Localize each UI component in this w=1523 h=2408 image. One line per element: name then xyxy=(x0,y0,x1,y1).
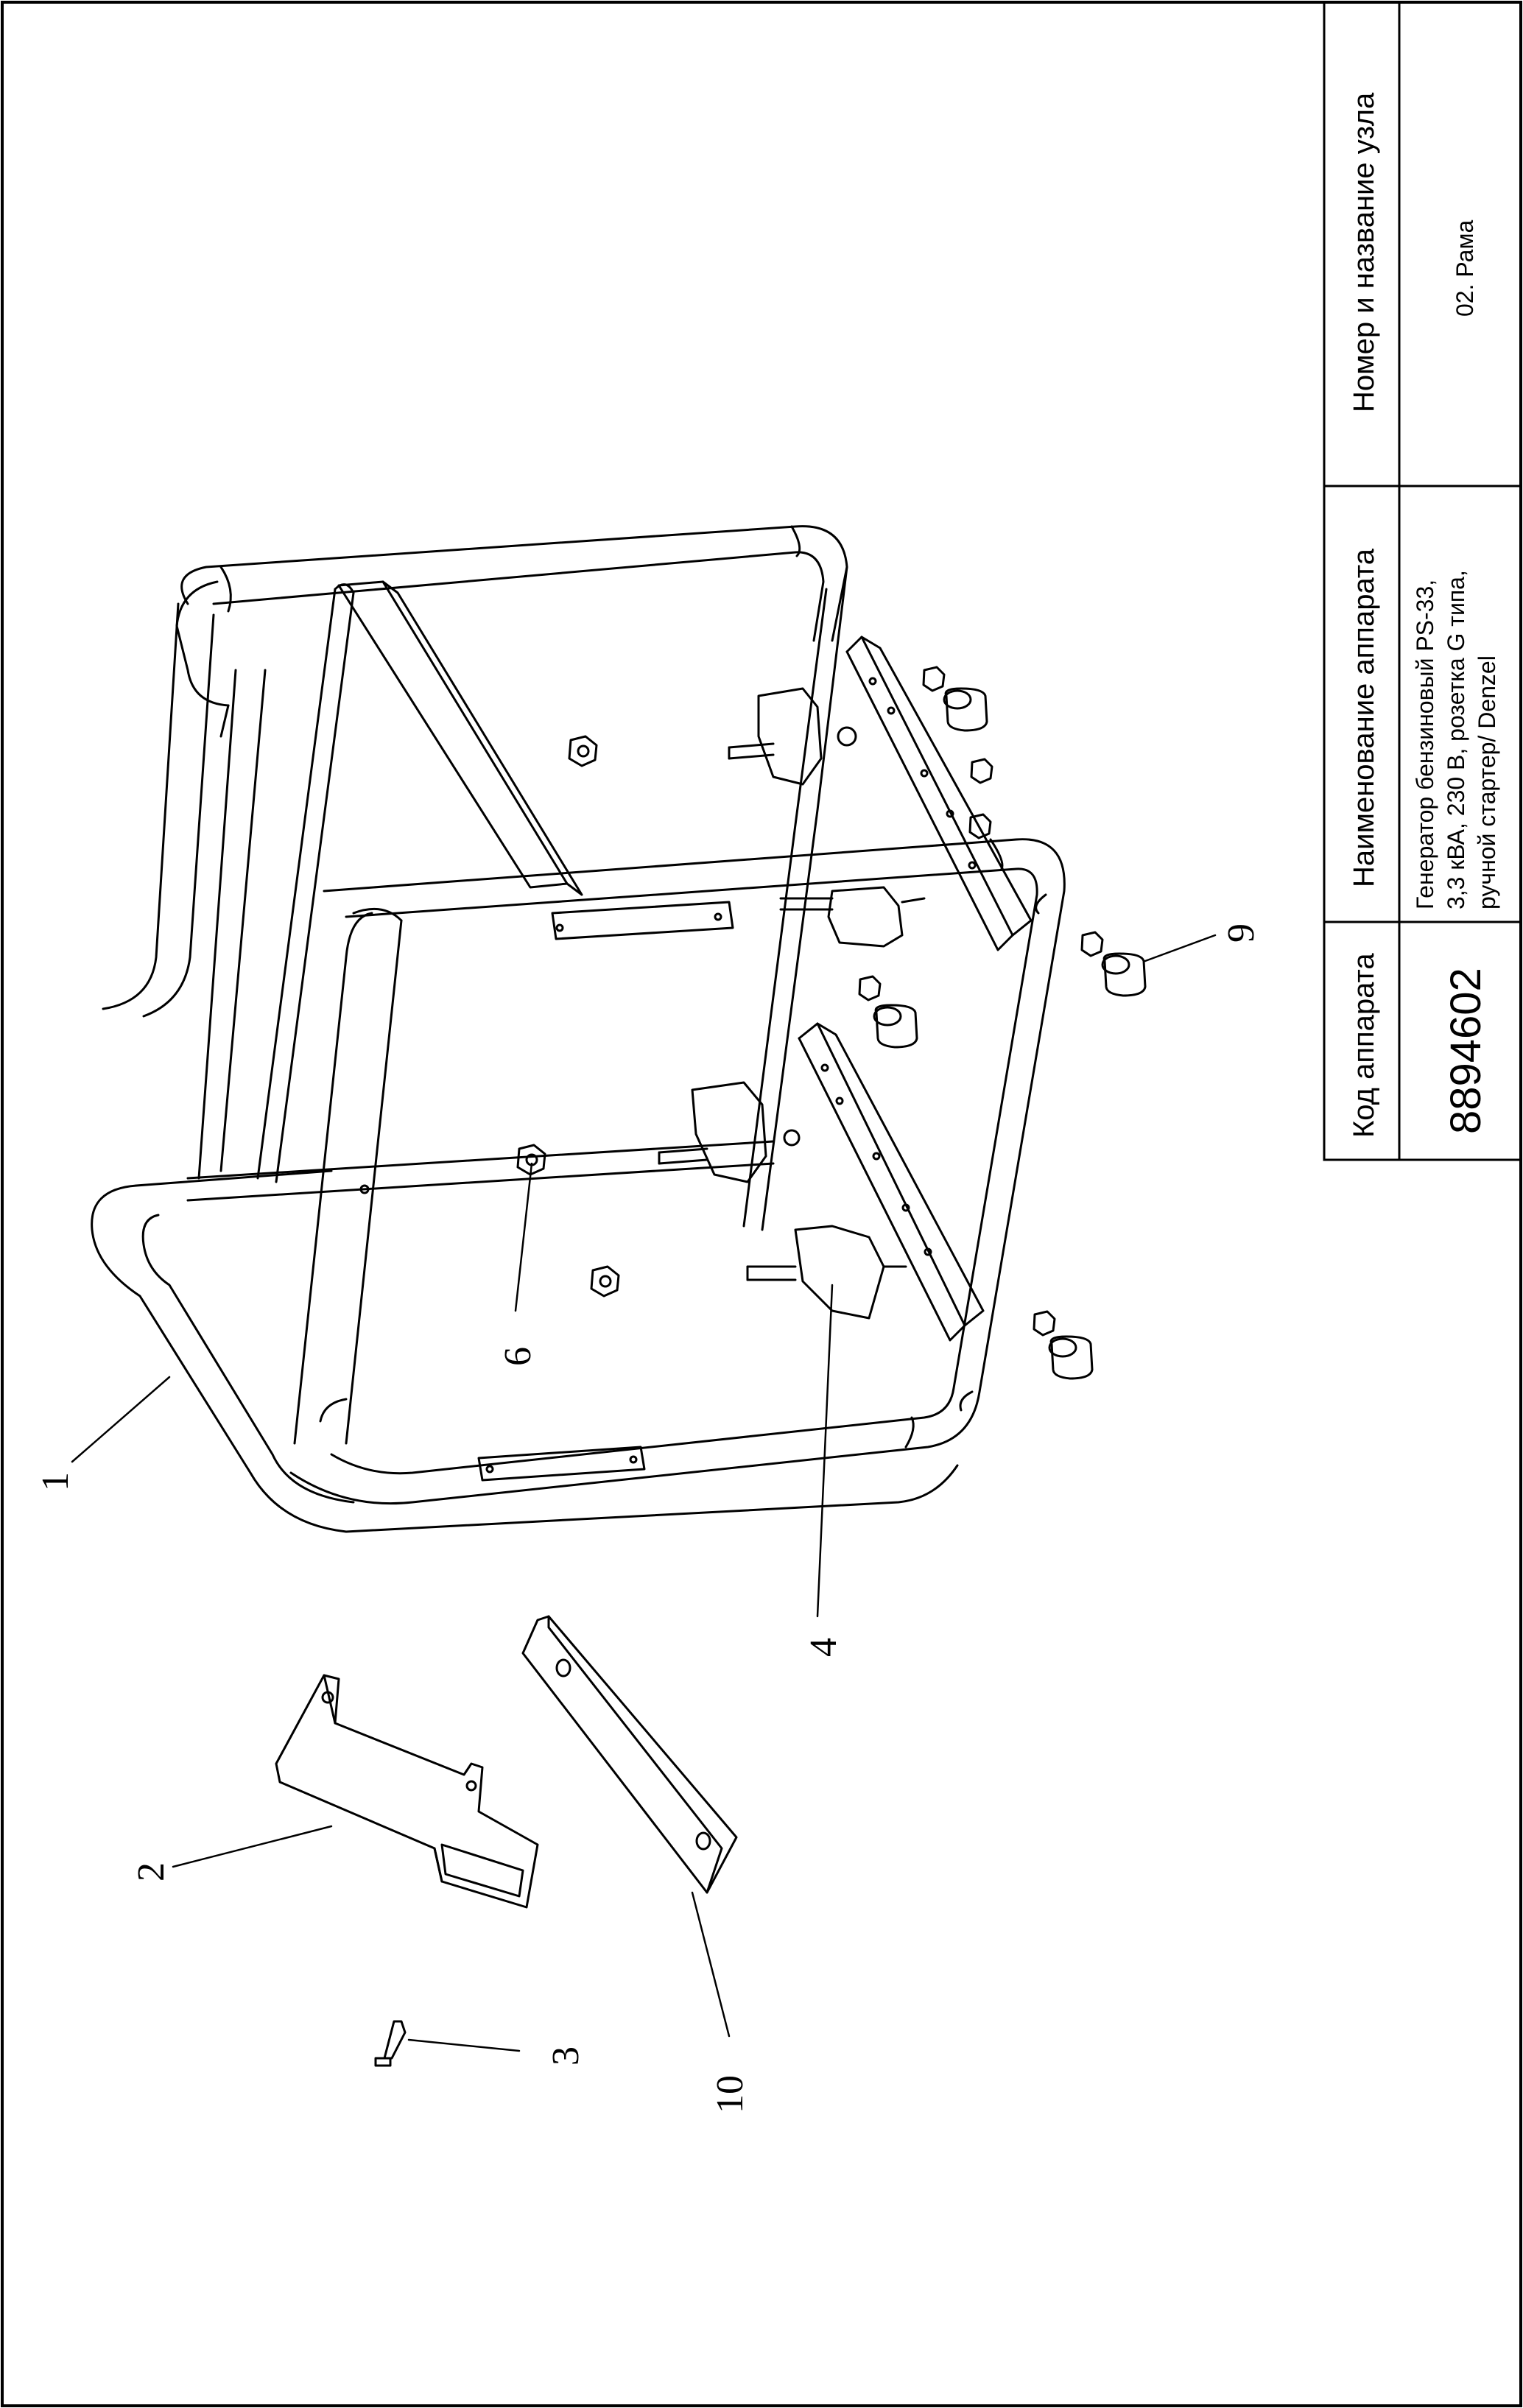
engine-mount-rail-upper xyxy=(845,636,1033,951)
callout-4: 4 xyxy=(803,1638,845,1657)
rubber-foot xyxy=(943,687,988,732)
unit-value: 02. Рама xyxy=(1452,220,1478,317)
leader-6 xyxy=(514,1162,533,1312)
handle-bracket-part-2 xyxy=(275,1674,539,1909)
callout-10: 10 xyxy=(709,2075,751,2113)
callout-2: 2 xyxy=(130,1862,172,1881)
leader-10 xyxy=(691,1891,731,2038)
vibration-mount xyxy=(779,886,926,948)
flange-nut xyxy=(590,1265,620,1298)
callout-3: 3 xyxy=(545,2046,587,2066)
flange-nut xyxy=(568,735,598,767)
leader-9 xyxy=(1144,934,1217,962)
flat-strip-part-10 xyxy=(521,1615,738,1894)
leader-2 xyxy=(172,1825,333,1868)
device-header: Наименование аппарата xyxy=(1348,548,1380,887)
main-frame-part-1 xyxy=(91,525,1066,1533)
device-line-3: ручной стартер/ Denzel xyxy=(1474,655,1500,909)
rubber-foot xyxy=(873,1004,918,1049)
code-value: 8894602 xyxy=(1442,968,1490,1134)
rubber-foot xyxy=(1101,952,1147,997)
device-line-1: Генератор бензиновый PS-33, xyxy=(1412,580,1438,909)
leader-4 xyxy=(816,1284,834,1618)
vibration-mount xyxy=(658,1081,801,1183)
callouts: 1 2 3 4 6 9 10 xyxy=(35,923,1262,2113)
device-line-2: 3,3 кВА, 230 В, розетка G типа, xyxy=(1443,570,1469,909)
callout-1: 1 xyxy=(35,1472,77,1491)
engine-mount-rail-lower xyxy=(798,1022,985,1342)
flange-nut xyxy=(858,666,1104,1337)
callout-6: 6 xyxy=(497,1347,539,1366)
rubber-foot xyxy=(1048,1335,1094,1380)
bolt-part-3 xyxy=(374,2020,407,2067)
vibration-mount xyxy=(746,1225,907,1320)
callout-9: 9 xyxy=(1220,923,1262,943)
title-block: Номер и название узла 02. Рама Наименова… xyxy=(1323,1,1522,1161)
unit-header: Номер и название узла xyxy=(1348,92,1380,412)
code-header: Код аппарата xyxy=(1348,953,1380,1138)
vibration-mount xyxy=(728,687,857,786)
leader-1 xyxy=(71,1376,171,1463)
leader-3 xyxy=(407,2038,521,2052)
leader-lines xyxy=(71,934,1217,2052)
